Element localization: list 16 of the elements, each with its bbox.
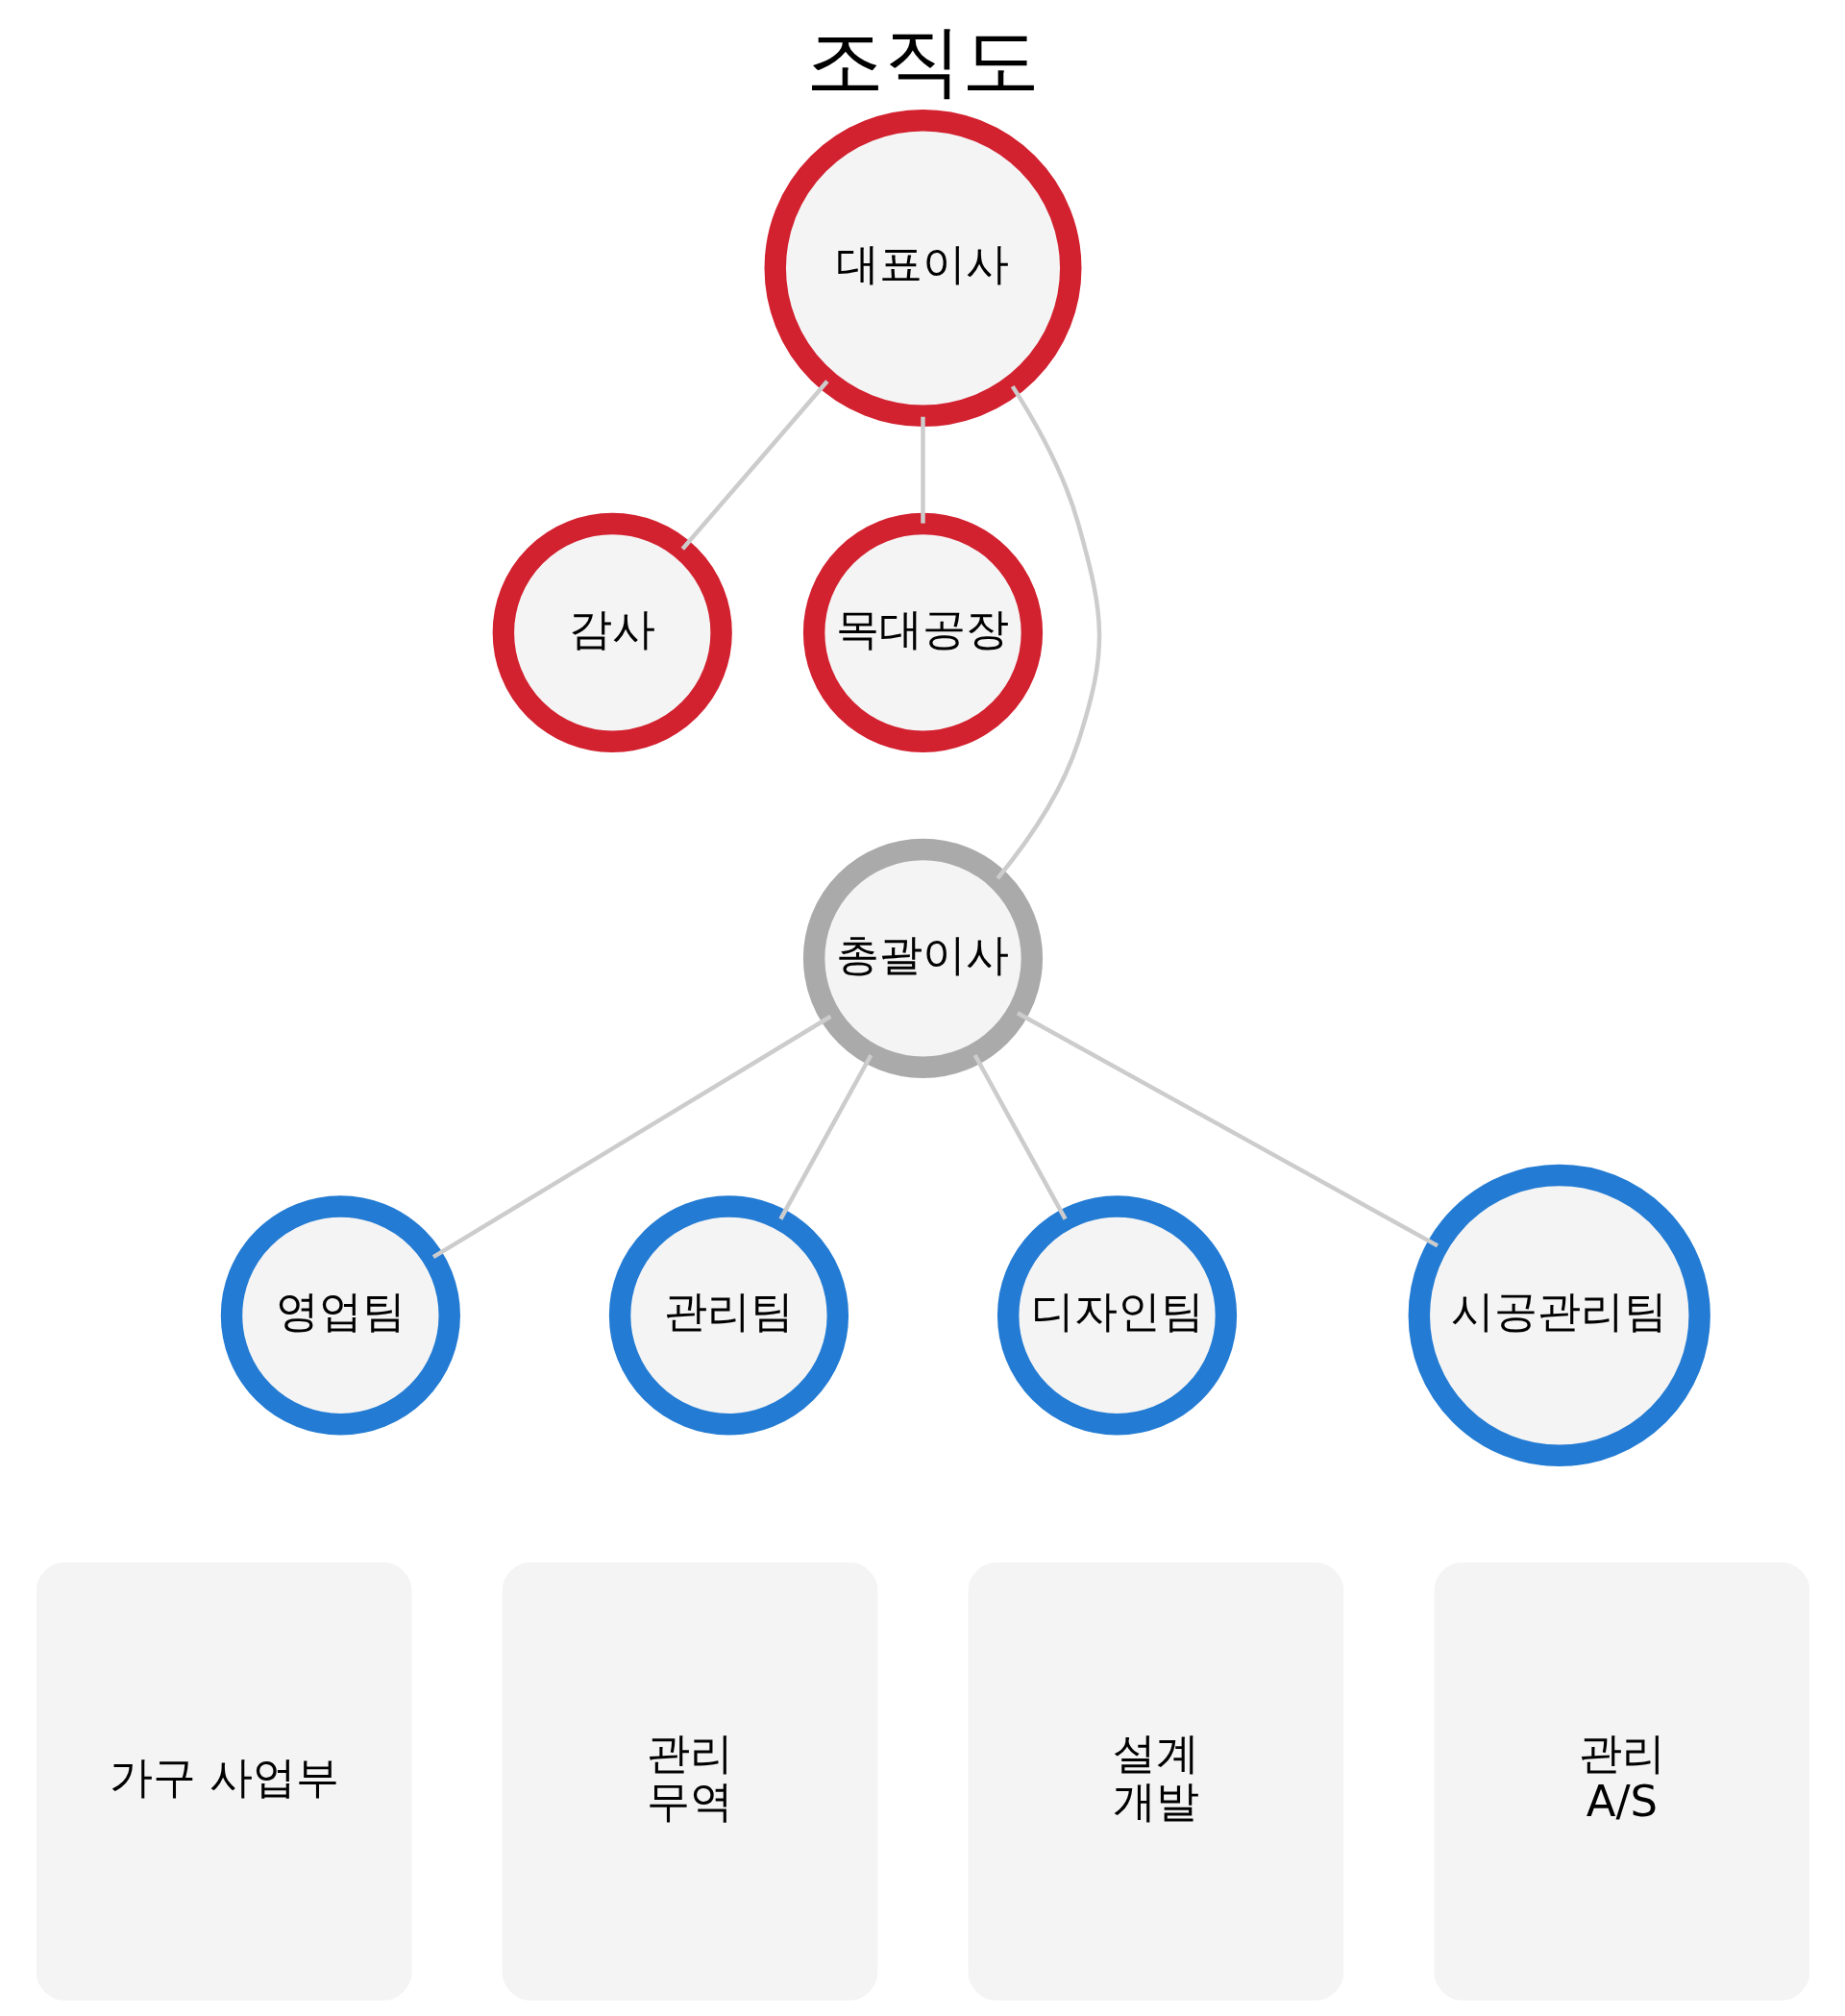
- connector: [431, 1014, 832, 1260]
- diagram-title: 조직도: [805, 15, 1040, 107]
- connector: [777, 1053, 873, 1220]
- node-circle: 감사: [492, 512, 732, 752]
- node-circle: 시공관리팀: [1408, 1164, 1710, 1467]
- connector: [920, 416, 925, 524]
- node-circle: 총괄이사: [802, 838, 1043, 1078]
- connector: [680, 380, 829, 551]
- node-circle: 목대공장: [802, 512, 1043, 752]
- connector: [995, 384, 1101, 880]
- node-circle: 영업팀: [220, 1195, 460, 1436]
- node-circle: 대표이사: [764, 110, 1081, 427]
- node-circle: 관리팀: [608, 1195, 849, 1436]
- connector: [1016, 1011, 1439, 1248]
- node-circle: 디자인팀: [996, 1195, 1237, 1436]
- connector: [972, 1053, 1068, 1220]
